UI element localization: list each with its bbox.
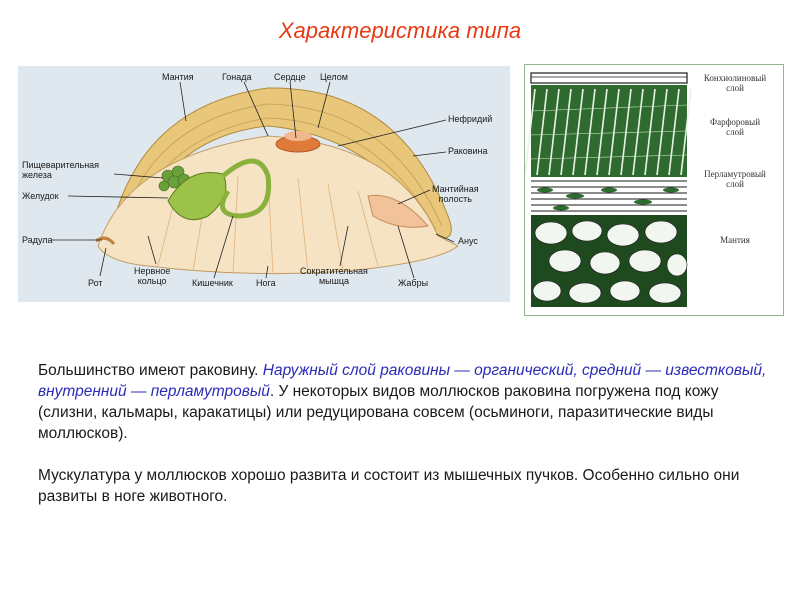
label-gills: Жабры xyxy=(398,278,429,288)
label-anus: Анус xyxy=(458,236,478,246)
leader-lines xyxy=(52,81,455,279)
label-gonad: Гонада xyxy=(222,72,252,82)
mollusc-anatomy-diagram: Мантия Гонада Сердце Целом Нефридий Пище… xyxy=(18,66,510,302)
shell-label-mantle: Мантия xyxy=(720,235,750,245)
label-nerve-ring: Нервное кольцо xyxy=(134,266,171,286)
label-stomach: Желудок xyxy=(22,191,59,201)
label-mouth: Рот xyxy=(88,278,103,288)
label-foot: Нога xyxy=(256,278,276,288)
shell-label-nacre: Перламутровый слой xyxy=(704,169,766,189)
label-mantle: Мантия xyxy=(162,72,194,82)
label-intestine: Кишечник xyxy=(192,278,233,288)
paragraph-shell-layers-italic: Наружный слой раковины — органический, с… xyxy=(38,362,767,400)
label-mantle-cavity: Мантийная полость xyxy=(432,184,479,204)
paragraph-shell: Большинство имеют раковину. Наружный сло… xyxy=(38,360,768,444)
shell-label-conchiolin: Конхиолиновый слой xyxy=(703,73,767,93)
label-nephridium: Нефридий xyxy=(448,114,493,124)
anatomy-illustration xyxy=(95,87,459,275)
shell-cross-section: Конхиолиновый слой Фарфоровый слой Перла… xyxy=(524,64,784,316)
label-digestive-gland: Пищеварительная железа xyxy=(22,160,100,180)
label-radula: Радула xyxy=(22,235,53,245)
label-shell: Раковина xyxy=(448,146,488,156)
body-text: Большинство имеют раковину. Наружный сло… xyxy=(38,360,768,528)
label-heart: Сердце xyxy=(274,72,306,82)
page-title: Характеристика типа xyxy=(278,18,522,43)
label-contractile-muscle: Сократительная мышца xyxy=(300,266,368,286)
label-coelom: Целом xyxy=(320,72,348,82)
paragraph-muscles: Мускулатура у моллюсков хорошо развита и… xyxy=(38,467,740,505)
paragraph-shell-end: . У некоторых видов моллюсков раковина п… xyxy=(38,383,719,442)
shell-label-porcelain: Фарфоровый слой xyxy=(709,117,761,137)
shell-layers-illustration xyxy=(525,72,692,307)
paragraph-shell-start: Большинство имеют раковину. xyxy=(38,362,263,379)
